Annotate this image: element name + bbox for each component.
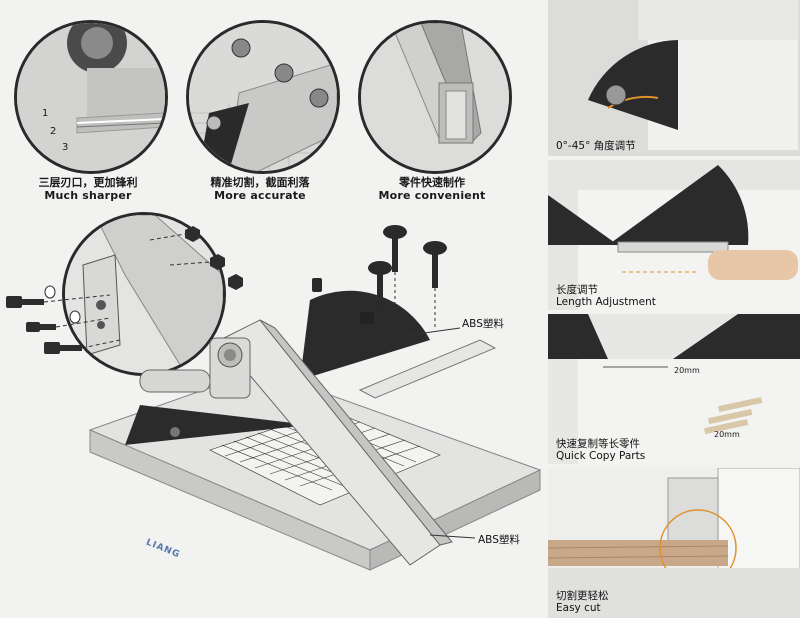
assembly-detail-circle xyxy=(62,212,226,376)
copy-dimension-1: 20mm xyxy=(674,366,700,375)
paper-cutter-illustration xyxy=(88,225,542,571)
blade-layer-1: 1 xyxy=(42,108,49,119)
copy-parts-illustration xyxy=(548,314,800,464)
assembly-illustration xyxy=(65,215,223,373)
accuracy-detail-illustration xyxy=(189,23,337,171)
detail-circle-blade xyxy=(14,20,168,174)
washer-icon xyxy=(44,285,56,299)
length-adjust-cn: 长度调节 xyxy=(556,284,598,296)
thumb-screw-icon xyxy=(312,225,447,308)
angle-adjust-illustration xyxy=(548,0,800,156)
easy-cut-illustration xyxy=(548,468,800,618)
abs-material-label-top: ABS塑料 xyxy=(462,318,504,330)
easy-cut-cn: 切割更轻松 xyxy=(556,590,609,602)
feature-caption-sharper: 三层刃口，更加锋利 Much sharper xyxy=(14,176,162,202)
feature-cn: 三层刃口，更加锋利 xyxy=(38,176,138,189)
copy-parts-cn: 快速复制等长零件 xyxy=(556,438,640,450)
side-panel-cut: 切割更轻松 Easy cut xyxy=(548,468,800,618)
copy-parts-en: Quick Copy Parts xyxy=(556,450,646,462)
length-adjust-label: 长度调节 Length Adjustment xyxy=(556,284,656,308)
detail-circle-accuracy xyxy=(186,20,340,174)
right-protractor xyxy=(300,290,430,380)
angle-adjust-label: 0°-45° 角度调节 xyxy=(556,140,636,152)
feature-caption-convenient: 零件快速制作 More convenient xyxy=(358,176,506,202)
blade-detail-illustration xyxy=(17,23,165,171)
easy-cut-label: 切割更轻松 Easy cut xyxy=(556,590,609,614)
feature-en: More accurate xyxy=(214,189,306,202)
feature-en: Much sharper xyxy=(44,189,132,202)
exploded-hardware xyxy=(6,226,243,354)
bolt-icon xyxy=(6,296,82,354)
side-panel-angle: 0°-45° 角度调节 xyxy=(548,0,800,156)
hex-nut-icon xyxy=(185,226,243,290)
washer-icon xyxy=(69,310,81,324)
easy-cut-en: Easy cut xyxy=(556,602,601,614)
detail-circle-convenient xyxy=(358,20,512,174)
copy-parts-label: 快速复制等长零件 Quick Copy Parts xyxy=(556,438,645,462)
copy-dimension-2: 20mm xyxy=(714,430,740,439)
length-adjust-en: Length Adjustment xyxy=(556,296,656,308)
side-panel-length: 长度调节 Length Adjustment xyxy=(548,160,800,310)
length-adjust-illustration xyxy=(548,160,800,310)
convenient-detail-illustration xyxy=(361,23,509,171)
feature-en: More convenient xyxy=(378,189,486,202)
side-panel-copy: 20mm 20mm 快速复制等长零件 Quick Copy Parts xyxy=(548,314,800,464)
abs-material-label-bottom: ABS塑料 xyxy=(478,534,520,546)
blade-layer-2: 2 xyxy=(50,126,57,137)
blade-layer-3: 3 xyxy=(62,142,69,153)
feature-caption-accurate: 精准切割，截面利落 More accurate xyxy=(186,176,334,202)
feature-cn: 精准切割，截面利落 xyxy=(210,176,310,189)
feature-cn: 零件快速制作 xyxy=(399,176,465,189)
